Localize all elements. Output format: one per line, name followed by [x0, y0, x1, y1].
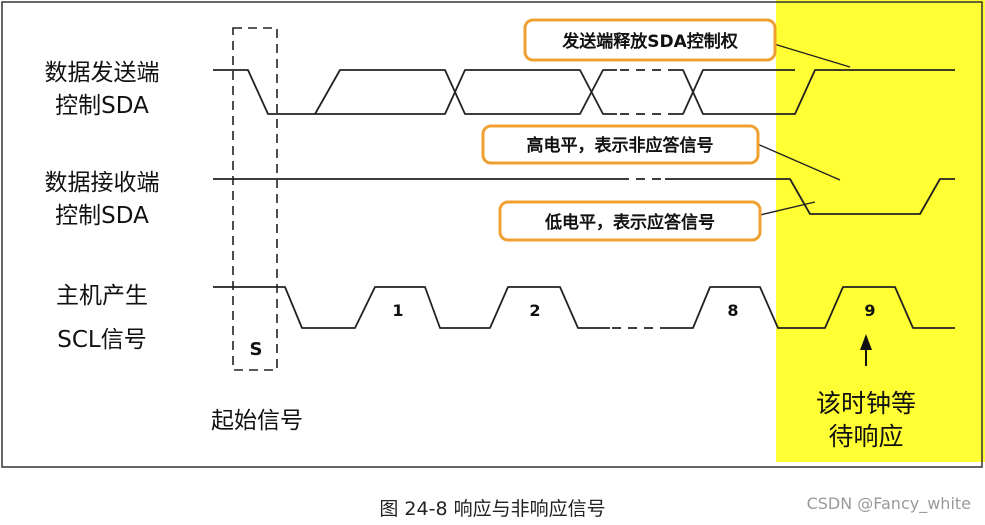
- start-bit-box: [232, 27, 278, 371]
- callout-release-pointer: [773, 43, 851, 68]
- callout-low-text: 低电平，表示应答信号: [544, 212, 715, 233]
- receiver-label-line1: 数据接收端: [45, 170, 160, 196]
- start-signal-label: 起始信号: [211, 408, 303, 434]
- scl-label-line1: 主机产生: [56, 283, 148, 309]
- sender-sda-gap: [620, 69, 665, 115]
- sender-label-line2: 控制SDA: [55, 93, 149, 119]
- callout-high-box: [481, 124, 760, 165]
- clock-pulse-9: 9: [864, 301, 875, 320]
- callout-low-box: [498, 200, 762, 242]
- callout-low-pointer: [759, 201, 816, 216]
- scl-waveform: [213, 286, 955, 329]
- callout-high-text: 高电平，表示非应答信号: [527, 135, 714, 156]
- callout-release-text: 发送端释放SDA控制权: [561, 31, 739, 52]
- sender-sda-waveform: [213, 69, 955, 115]
- figure-frame: [1, 1, 983, 468]
- clock-pulse-8: 8: [727, 301, 738, 320]
- wait-arrow: [860, 334, 872, 366]
- callout-release-box: [523, 18, 777, 62]
- i2c-ack-timing-diagram: 发送端释放SDA控制权 高电平，表示非应答信号 低电平，表示应答信号 数据发送端…: [1, 0, 985, 468]
- start-bit-letter: S: [250, 339, 263, 360]
- receiver-label-line2: 控制SDA: [55, 203, 149, 229]
- wait-label-line2: 待响应: [828, 422, 903, 451]
- figure-caption: 图 24-8 响应与非响应信号: [379, 498, 606, 520]
- clock-pulse-2: 2: [529, 301, 540, 320]
- csdn-watermark: CSDN @Fancy_white: [806, 494, 971, 513]
- sender-label-line1: 数据发送端: [45, 60, 160, 86]
- callout-high-pointer: [754, 142, 841, 181]
- clock-pulse-1: 1: [392, 301, 403, 320]
- scl-label-line2: SCL信号: [57, 327, 146, 353]
- wait-label-line1: 该时钟等: [816, 389, 916, 418]
- receiver-sda-waveform: [213, 178, 955, 215]
